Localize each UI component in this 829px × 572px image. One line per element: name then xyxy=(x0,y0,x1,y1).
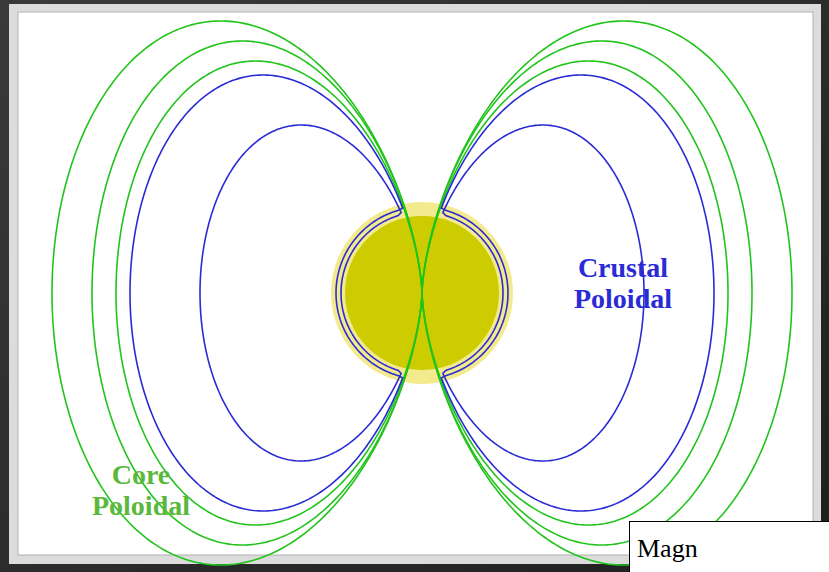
core-field-line xyxy=(422,41,752,545)
panel-frame xyxy=(9,4,821,564)
star-core xyxy=(345,216,499,370)
core-field-line xyxy=(422,21,792,565)
crustal-label: Crustal Poloidal xyxy=(538,252,708,314)
core-field-lines xyxy=(52,21,792,565)
panel xyxy=(18,12,813,555)
crustal-field-line xyxy=(441,75,714,511)
star-crust xyxy=(331,202,513,384)
crustal-field-line xyxy=(200,125,401,461)
crustal-field-lines xyxy=(130,75,714,511)
core-field-line xyxy=(52,21,422,565)
crustal-field-line xyxy=(130,75,403,511)
core-field-line xyxy=(422,61,728,525)
core-label: Core Poloidal xyxy=(66,459,216,521)
caption-text: Magn xyxy=(630,532,829,566)
core-field-line xyxy=(116,61,422,525)
caption-box: Magn xyxy=(629,521,829,572)
